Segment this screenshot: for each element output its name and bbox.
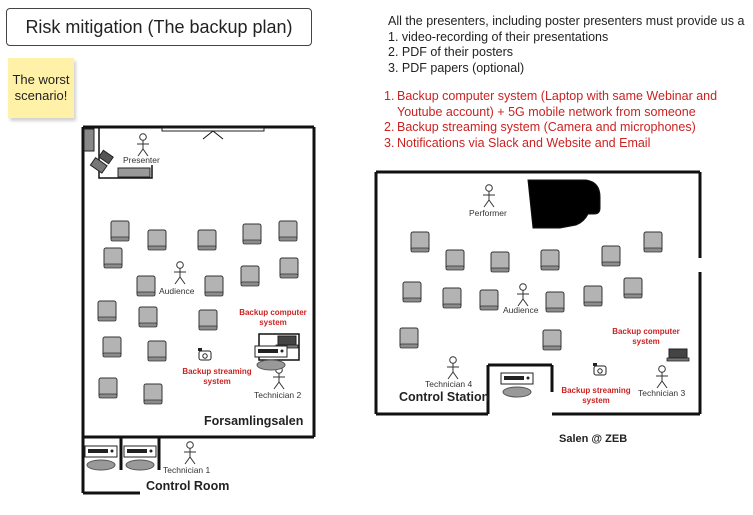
room-name-control-room: Control Room <box>146 479 230 493</box>
chair-icon <box>98 377 118 399</box>
requirement-item: 2. PDF of their posters <box>388 45 514 59</box>
audience-person-icon <box>173 261 187 285</box>
mixer-icon <box>84 445 118 471</box>
requirements-intro: All the presenters, including poster pre… <box>388 14 745 28</box>
chair-icon <box>97 300 117 322</box>
chair-icon <box>197 229 217 251</box>
presenter-label: Presenter <box>123 155 160 165</box>
chair-icon <box>442 287 462 309</box>
chair-icon <box>278 220 298 242</box>
piano-icon <box>527 179 601 229</box>
chair-icon <box>643 231 663 253</box>
chair-icon <box>583 285 603 307</box>
mixer-icon <box>500 372 534 398</box>
chair-icon <box>143 383 163 405</box>
chair-icon <box>601 245 621 267</box>
requirements-list: All the presenters, including poster pre… <box>388 14 744 76</box>
chair-icon <box>204 275 224 297</box>
chair-icon <box>402 281 422 303</box>
audience-label: Audience <box>159 286 195 296</box>
technician-4-label: Technician 4 <box>425 379 473 389</box>
camera-icon <box>197 347 212 361</box>
technician-1-icon <box>183 441 197 465</box>
technician-2-label: Technician 2 <box>254 390 302 400</box>
right-room-walls <box>374 170 702 416</box>
backup-plan-item: 3. Notifications via Slack and Website a… <box>384 135 651 150</box>
chair-icon <box>147 229 167 251</box>
chair-icon <box>102 336 122 358</box>
chair-icon <box>147 340 167 362</box>
backup-plan-item: 2. Backup streaming system (Camera and m… <box>384 120 696 134</box>
page-title: Risk mitigation (The backup plan) <box>6 8 312 46</box>
chair-icon <box>110 220 130 242</box>
backup-streaming-label: Backup streaming system <box>561 386 631 405</box>
technician-4-icon <box>446 356 460 380</box>
chair-icon <box>399 327 419 349</box>
camera-icon <box>592 362 607 376</box>
performer-label: Performer <box>469 208 507 218</box>
room-name-forsamlingsalen: Forsamlingsalen <box>204 414 304 428</box>
chair-icon <box>103 247 123 269</box>
chair-icon <box>542 329 562 351</box>
backup-computer-label: Backup computer system <box>612 327 680 346</box>
backup-plan-item: 1. Backup computer system (Laptop with s… <box>384 89 718 119</box>
audience-person-icon <box>516 283 530 307</box>
performer-icon <box>482 184 496 208</box>
laptop-icon <box>666 348 690 362</box>
backup-streaming-label: Backup streaming system <box>182 367 252 386</box>
room-name-control-station: Control Station <box>399 390 490 404</box>
chair-icon <box>198 309 218 331</box>
stage-area <box>83 127 265 179</box>
technician-3-label: Technician 3 <box>638 388 686 398</box>
chair-icon <box>410 231 430 253</box>
left-room-walls <box>81 125 316 495</box>
chair-icon <box>138 306 158 328</box>
chair-icon <box>623 277 643 299</box>
chair-icon <box>479 289 499 311</box>
backup-plan-list: 1. Backup computer system (Laptop with s… <box>384 89 717 151</box>
technician-1-label: Technician 1 <box>163 465 211 475</box>
technician-3-icon <box>655 365 669 389</box>
chair-icon <box>136 275 156 297</box>
presenter-icon <box>136 133 150 157</box>
audience-label: Audience <box>503 305 539 315</box>
chair-icon <box>445 249 465 271</box>
chair-icon <box>242 223 262 245</box>
requirement-item: 3. PDF papers (optional) <box>388 60 525 75</box>
chair-icon <box>540 249 560 271</box>
room-name-salen-zeb: Salen @ ZEB <box>559 433 628 445</box>
backup-computer-label: Backup computer system <box>239 308 307 327</box>
requirement-item: 1. video-recording of their presentation… <box>388 29 609 44</box>
chair-icon <box>279 257 299 279</box>
mixer-icon <box>123 445 157 471</box>
sticky-note: The worst scenario! <box>8 58 74 118</box>
chair-icon <box>545 291 565 313</box>
chair-icon <box>490 251 510 273</box>
chair-icon <box>240 265 260 287</box>
